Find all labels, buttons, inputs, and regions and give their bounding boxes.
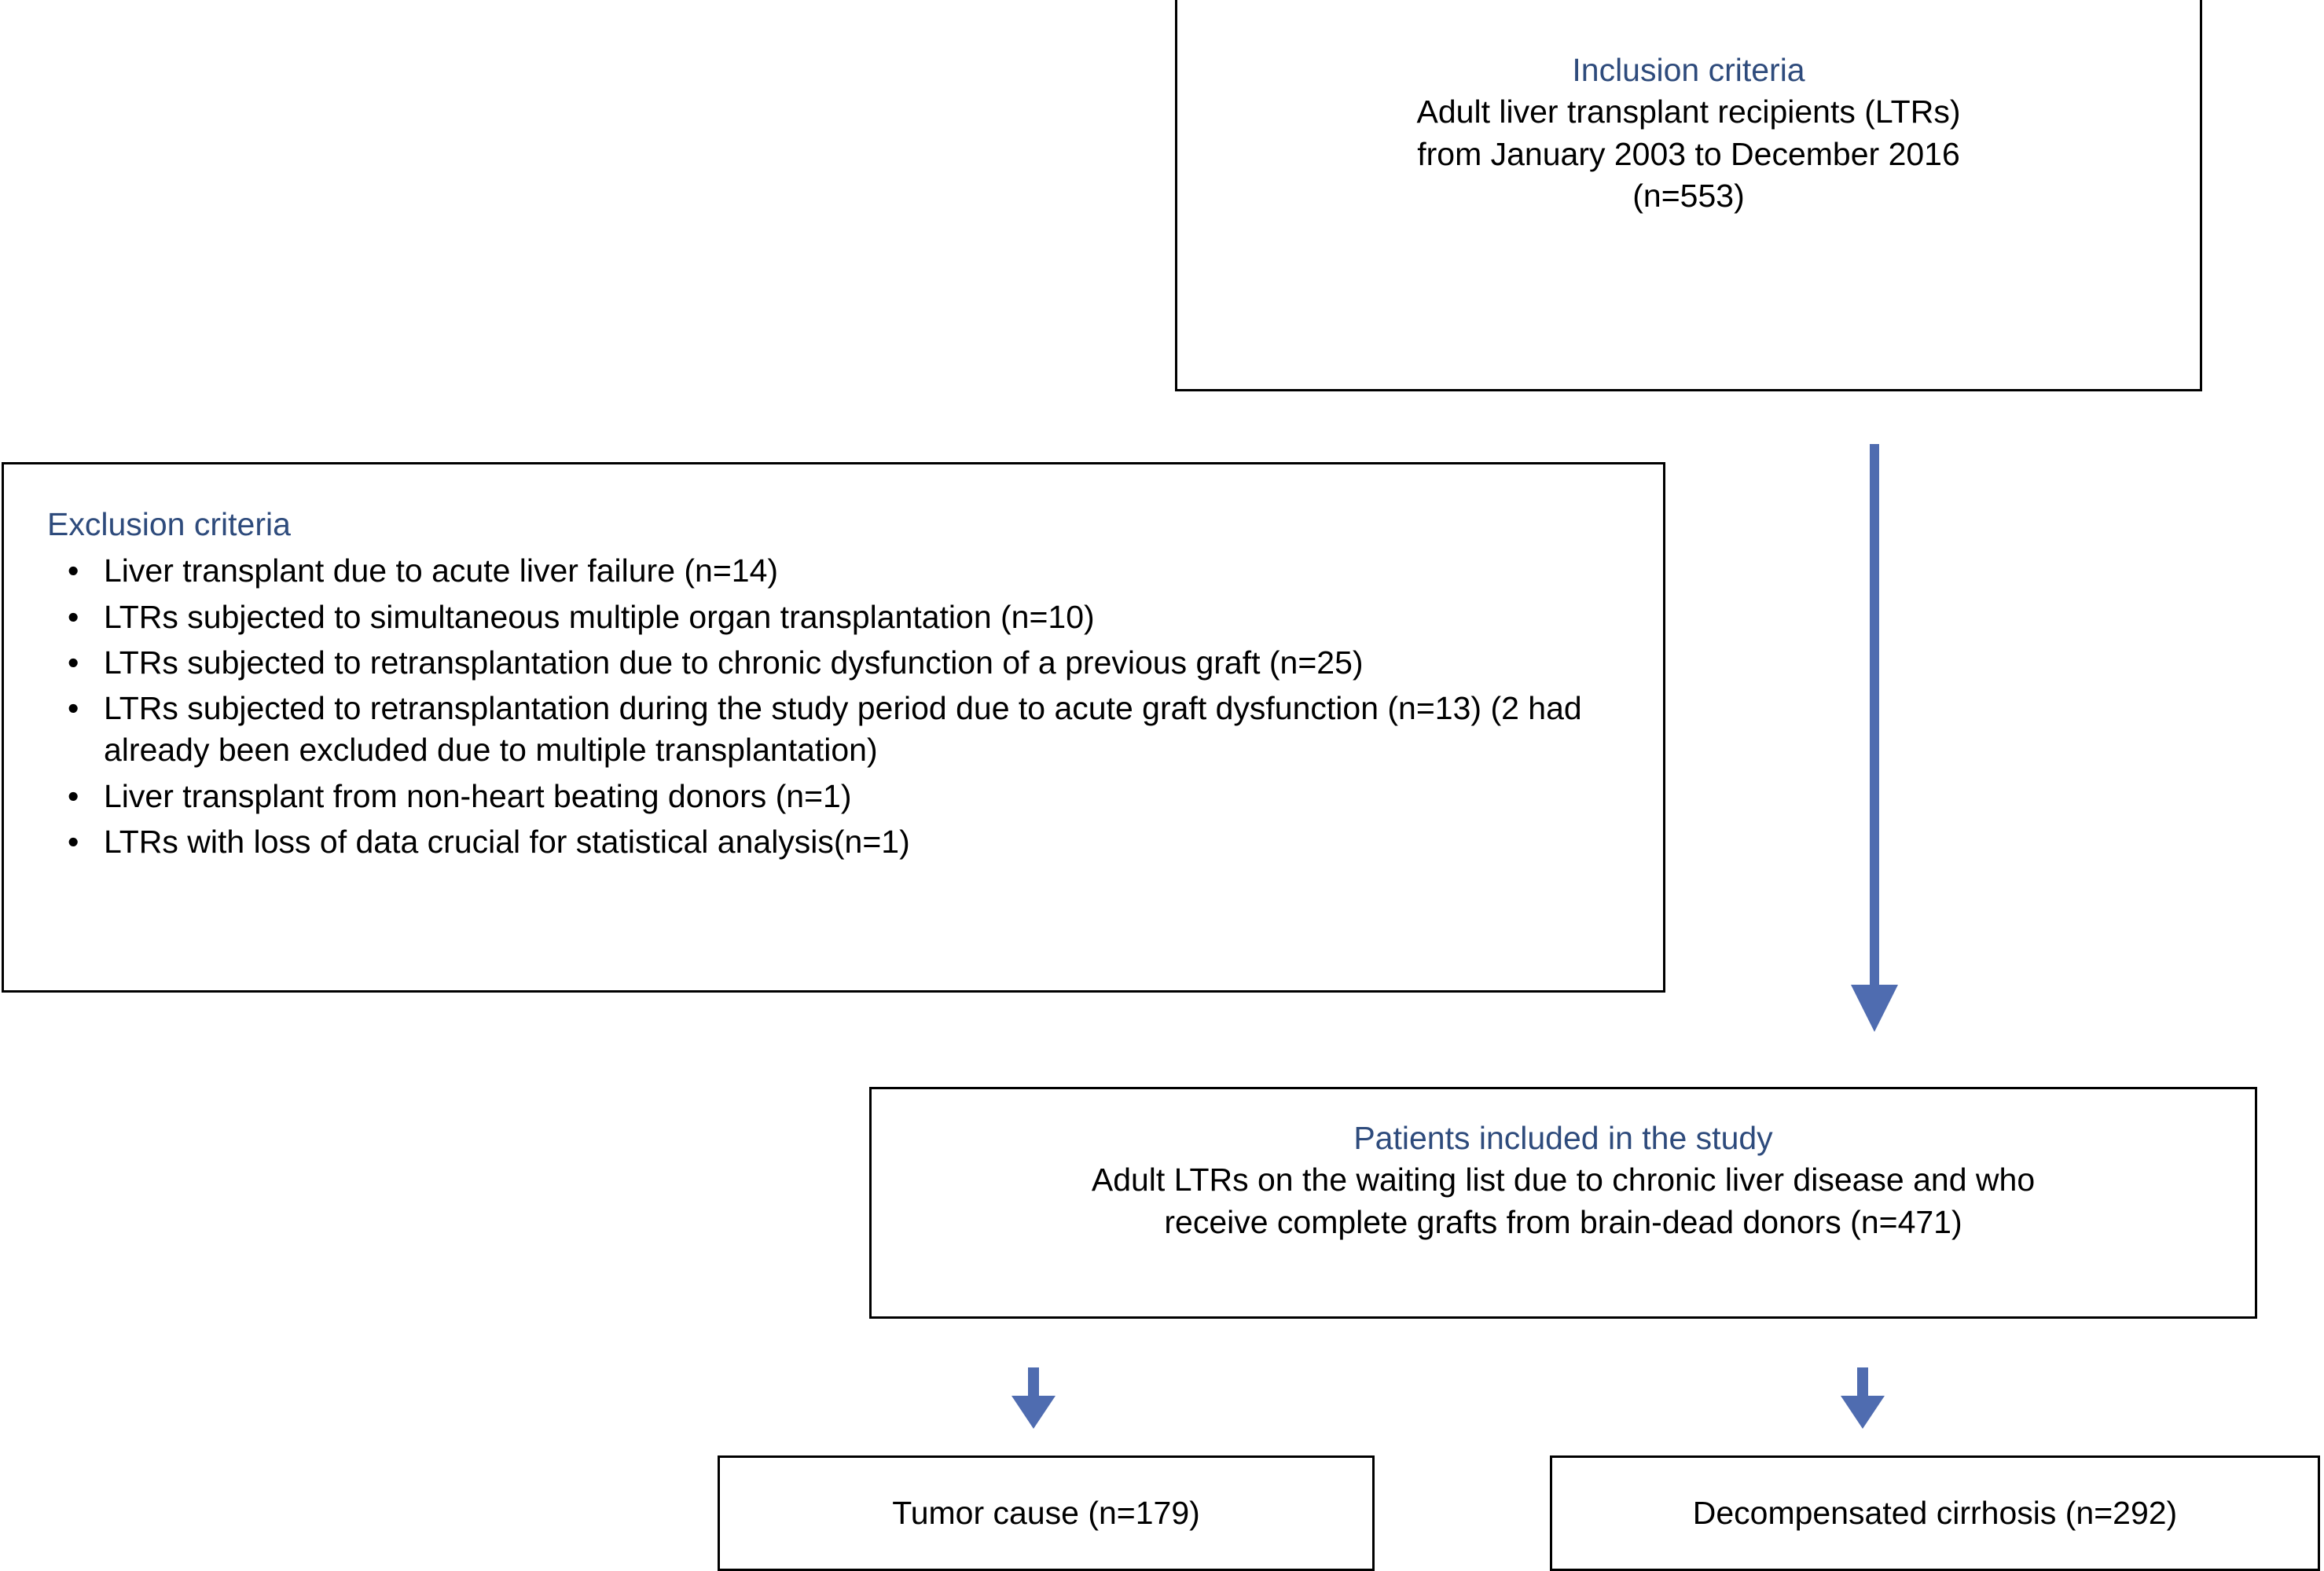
- exclusion-heading: Exclusion criteria: [47, 506, 291, 542]
- outcome-box-tumor: Tumor cause (n=179): [718, 1455, 1375, 1571]
- patients-included-box: Patients included in the study Adult LTR…: [869, 1087, 2257, 1319]
- included-heading: Patients included in the study: [1353, 1120, 1773, 1156]
- arrow-shaft: [1857, 1367, 1868, 1397]
- list-item: • Liver transplant due to acute liver fai…: [47, 550, 1597, 592]
- inclusion-line-1: Adult liver transplant recipients (LTRs): [1416, 94, 1961, 130]
- arrow-head: [1841, 1396, 1885, 1429]
- outcome-label: Decompensated cirrhosis (n=292): [1692, 1494, 2178, 1531]
- outcome-box-cirrhosis: Decompensated cirrhosis (n=292): [1550, 1455, 2320, 1571]
- bullet-icon: •: [68, 552, 79, 589]
- exclusion-item-text: LTRs with loss of data crucial for stati…: [104, 824, 910, 861]
- exclusion-item-text: Liver transplant due to acute liver fail…: [104, 552, 779, 589]
- list-item: • LTRs with loss of data crucial for stat…: [47, 821, 1597, 863]
- included-line-1: Adult LTRs on the waiting list due to ch…: [1091, 1162, 2036, 1198]
- included-line-2: receive complete grafts from brain-dead …: [1164, 1203, 1962, 1240]
- exclusion-list: • Liver transplant due to acute liver fai…: [47, 550, 1663, 863]
- inclusion-line-3: (n=553): [1632, 177, 1745, 214]
- inclusion-line-2: from January 2003 to December 2016: [1417, 135, 1960, 172]
- exclusion-criteria-box: Exclusion criteria • Liver transplant due…: [2, 462, 1665, 993]
- list-item: • LTRs subjected to retransplantation dur…: [47, 688, 1597, 772]
- bullet-icon: •: [68, 598, 79, 635]
- inclusion-criteria-box: Inclusion criteria Adult liver transplan…: [1175, 0, 2202, 391]
- down-arrow-icon-cirrhosis: [1841, 1367, 1885, 1429]
- bullet-icon: •: [68, 777, 79, 814]
- list-item: • LTRs subjected to simultaneous multiple…: [47, 596, 1597, 638]
- exclusion-item-text: LTRs subjected to simultaneous multiple …: [104, 598, 1095, 635]
- arrow-head: [1851, 985, 1898, 1032]
- outcome-label: Tumor cause (n=179): [892, 1494, 1200, 1531]
- bullet-icon: •: [68, 690, 79, 727]
- down-arrow-icon-main: [1851, 444, 1898, 1032]
- arrow-head: [1011, 1396, 1056, 1429]
- down-arrow-icon-tumor: [1011, 1367, 1056, 1429]
- list-item: • LTRs subjected to retransplantation due…: [47, 642, 1597, 684]
- arrow-shaft: [1870, 444, 1879, 986]
- exclusion-item-text: LTRs subjected to retransplantation due …: [104, 644, 1364, 681]
- exclusion-item-text: Liver transplant from non-heart beating …: [104, 777, 852, 814]
- list-item: • Liver transplant from non-heart beating…: [47, 776, 1597, 817]
- bullet-icon: •: [68, 824, 79, 861]
- bullet-icon: •: [68, 644, 79, 681]
- inclusion-heading: Inclusion criteria: [1572, 52, 1805, 88]
- exclusion-item-text: LTRs subjected to retransplantation duri…: [104, 690, 1582, 769]
- arrow-shaft: [1028, 1367, 1039, 1397]
